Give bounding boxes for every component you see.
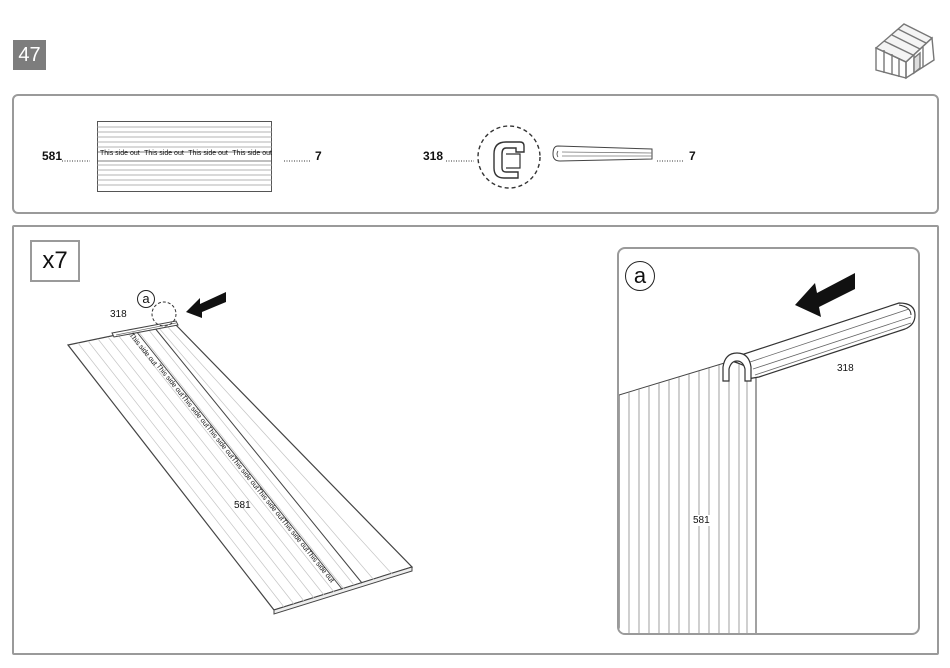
label-581: 581: [234, 500, 251, 511]
part-number-581: 581: [42, 149, 62, 163]
panel-581-isometric-drawing: [60, 285, 420, 615]
panel-581-marking-row: This side out This side out This side ou…: [100, 150, 272, 157]
label-581: 581: [693, 515, 710, 526]
detail-view-a: a 318 581: [617, 247, 920, 635]
leader-dots: [657, 160, 687, 162]
leader-dots: [284, 160, 314, 162]
label-318: 318: [110, 309, 127, 320]
profile-318-section-drawing: [476, 124, 542, 190]
arrow-icon: [184, 290, 228, 320]
part-quantity-581: 7: [315, 149, 322, 163]
page-number: 47: [13, 40, 46, 70]
panel-marking: This side out: [144, 150, 184, 157]
leader-dots: [446, 160, 476, 162]
detail-panel-drawing: [619, 249, 920, 635]
leader-dots: [62, 160, 92, 162]
callout-a: a: [137, 290, 155, 308]
part-number-318: 318: [423, 149, 443, 163]
detail-callout-circle: [150, 300, 180, 330]
panel-marking: This side out: [188, 150, 228, 157]
part-quantity-318: 7: [689, 149, 696, 163]
multiplier-badge: x7: [30, 240, 80, 282]
panel-marking: This side out: [100, 150, 140, 157]
greenhouse-icon: [868, 18, 940, 80]
label-318: 318: [837, 363, 854, 374]
panel-marking: This side out: [232, 150, 272, 157]
callout-a: a: [625, 261, 655, 291]
profile-318-drawing: [552, 143, 656, 165]
